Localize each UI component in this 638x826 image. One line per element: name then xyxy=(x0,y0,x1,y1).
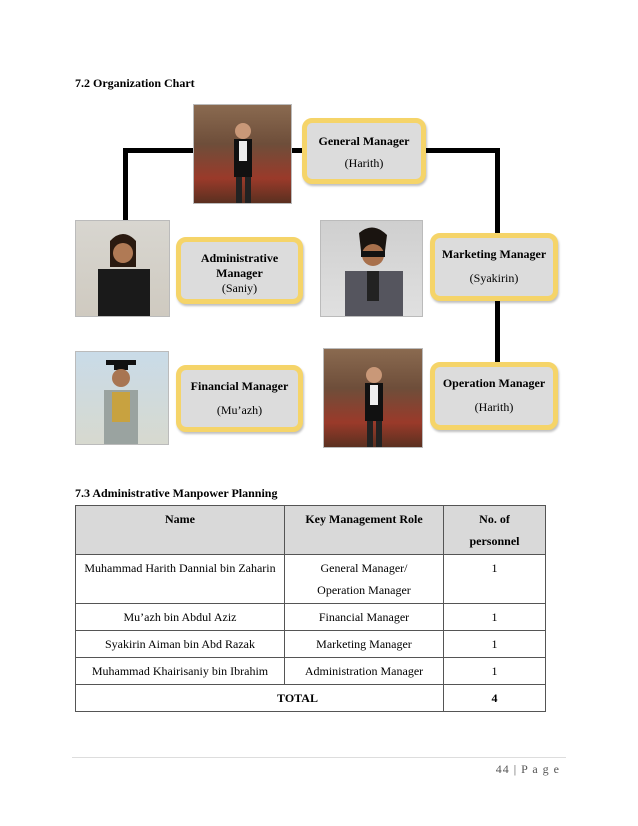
table-cell: General Manager/ Operation Manager xyxy=(284,554,444,604)
column-header: Name xyxy=(75,505,285,555)
role-name: (Saniy) xyxy=(221,281,258,295)
table-cell: Administration Manager xyxy=(284,657,444,685)
total-label: TOTAL xyxy=(75,684,444,712)
column-header: Key Management Role xyxy=(284,505,444,555)
table-cell: 1 xyxy=(443,630,546,658)
person-figure-icon xyxy=(234,123,252,203)
table-total-row: TOTAL 4 xyxy=(75,684,546,712)
person-figure-icon xyxy=(365,367,383,447)
role-name: (Mu’azh) xyxy=(216,403,263,417)
table-header-row: Name Key Management Role No. of personne… xyxy=(75,505,546,555)
section-heading-manpower: 7.3 Administrative Manpower Planning xyxy=(75,486,278,500)
role-title: Marketing Manager xyxy=(441,247,547,261)
photo-general-manager xyxy=(193,104,292,204)
person-figure-icon xyxy=(98,234,150,316)
photo-operation-manager xyxy=(323,348,423,448)
table-row: Syakirin Aiman bin Abd Razak Marketing M… xyxy=(75,630,546,658)
total-value: 4 xyxy=(443,684,546,712)
column-header: No. of personnel xyxy=(443,505,546,555)
table-cell: Marketing Manager xyxy=(284,630,444,658)
role-title: Administrative Manager xyxy=(200,251,279,280)
table-cell: 1 xyxy=(443,603,546,631)
table-row: Mu’azh bin Abdul Aziz Financial Manager … xyxy=(75,603,546,631)
photo-admin-manager xyxy=(75,220,170,317)
table-row: Muhammad Harith Dannial bin Zaharin Gene… xyxy=(75,554,546,604)
connector-left xyxy=(123,148,128,223)
box-financial-manager: Financial Manager (Mu’azh) xyxy=(176,365,303,432)
connector-right xyxy=(495,148,500,236)
role-name: (Harith) xyxy=(474,400,514,414)
connector-right-lower xyxy=(495,298,500,362)
table-cell: Syakirin Aiman bin Abd Razak xyxy=(75,630,285,658)
person-figure-icon xyxy=(104,360,138,444)
photo-financial-manager xyxy=(75,351,169,445)
person-figure-icon xyxy=(345,227,403,316)
table-cell: Financial Manager xyxy=(284,603,444,631)
role-name: (Harith) xyxy=(344,156,384,170)
table-cell: Muhammad Khairisaniy bin Ibrahim xyxy=(75,657,285,685)
photo-marketing-manager xyxy=(320,220,423,317)
table-cell: Mu’azh bin Abdul Aziz xyxy=(75,603,285,631)
table-row: Muhammad Khairisaniy bin Ibrahim Adminis… xyxy=(75,657,546,685)
table-cell: 1 xyxy=(443,554,546,604)
footer-divider xyxy=(72,757,566,758)
box-marketing-manager: Marketing Manager (Syakirin) xyxy=(430,233,558,301)
role-title: Financial Manager xyxy=(190,379,289,393)
box-general-manager: General Manager (Harith) xyxy=(302,118,426,184)
role-title: General Manager xyxy=(318,134,410,148)
page-number: 44 | P a g e xyxy=(495,762,560,776)
manpower-table: Name Key Management Role No. of personne… xyxy=(75,505,546,712)
table-cell: Muhammad Harith Dannial bin Zaharin xyxy=(75,554,285,604)
table-cell: 1 xyxy=(443,657,546,685)
role-name: (Syakirin) xyxy=(469,271,519,285)
box-admin-manager: Administrative Manager (Saniy) xyxy=(176,237,303,304)
section-heading-org-chart: 7.2 Organization Chart xyxy=(75,76,195,90)
box-operation-manager: Operation Manager (Harith) xyxy=(430,362,558,430)
role-title: Operation Manager xyxy=(442,376,546,390)
